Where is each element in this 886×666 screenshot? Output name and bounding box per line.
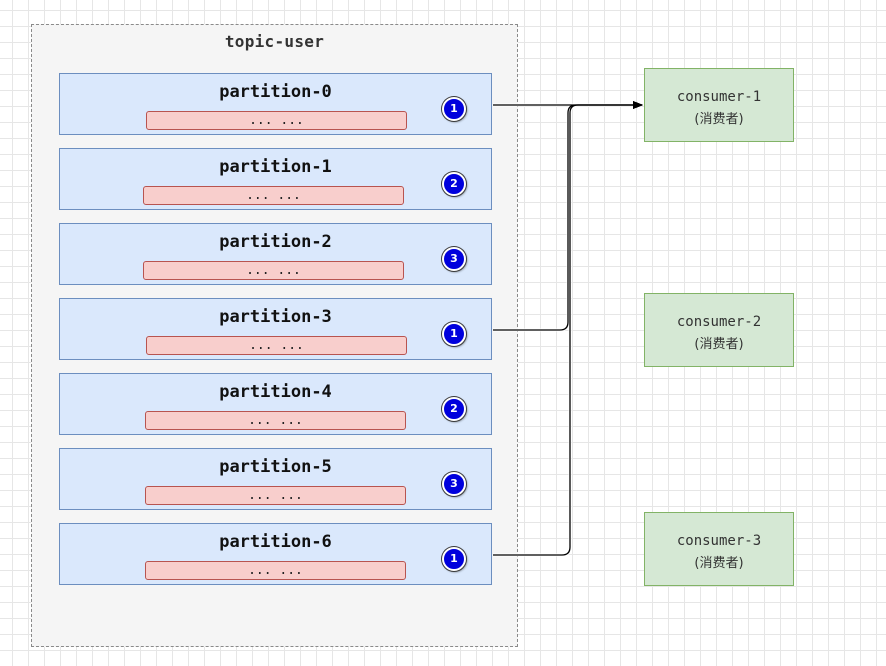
partition-box[interactable]: partition-0 ... ... 1: [59, 73, 492, 135]
consumer-number-badge: 2: [442, 172, 466, 196]
partition-box[interactable]: partition-5 ... ... 3: [59, 448, 492, 510]
consumer-number-badge: 1: [442, 97, 466, 121]
consumer-number-badge: 3: [442, 247, 466, 271]
partition-title: partition-5: [219, 457, 332, 477]
partition-title: partition-3: [219, 307, 332, 327]
partition-box[interactable]: partition-2 ... ... 3: [59, 223, 492, 285]
consumer-role: (消费者): [694, 337, 744, 352]
partition-box[interactable]: partition-4 ... ... 2: [59, 373, 492, 435]
consumer-name: consumer-3: [676, 533, 762, 549]
message-block: ... ...: [145, 411, 406, 430]
partition-box[interactable]: partition-3 ... ... 1: [59, 298, 492, 360]
partition-title: partition-2: [219, 232, 332, 252]
message-block: ... ...: [146, 111, 407, 130]
message-block: ... ...: [143, 261, 404, 280]
consumer-number-badge: 1: [442, 322, 466, 346]
message-block: ... ...: [146, 336, 407, 355]
consumer-name: consumer-2: [676, 314, 762, 330]
partition-title: partition-0: [219, 82, 332, 102]
partition-title: partition-1: [219, 157, 332, 177]
message-block: ... ...: [145, 486, 406, 505]
consumer-box[interactable]: consumer-3 (消费者): [644, 512, 794, 586]
consumer-box[interactable]: consumer-1 (消费者): [644, 68, 794, 142]
partition-title: partition-4: [219, 382, 332, 402]
message-block: ... ...: [143, 186, 404, 205]
partition-box[interactable]: partition-6 ... ... 1: [59, 523, 492, 585]
topic-title: topic-user: [224, 32, 325, 51]
consumer-name: consumer-1: [676, 89, 762, 105]
consumer-number-badge: 3: [442, 472, 466, 496]
partition-title: partition-6: [219, 532, 332, 552]
consumer-role: (消费者): [694, 556, 744, 571]
partition-box[interactable]: partition-1 ... ... 2: [59, 148, 492, 210]
consumer-number-badge: 1: [442, 547, 466, 571]
consumer-role: (消费者): [694, 112, 744, 127]
message-block: ... ...: [145, 561, 406, 580]
consumer-box[interactable]: consumer-2 (消费者): [644, 293, 794, 367]
consumer-number-badge: 2: [442, 397, 466, 421]
